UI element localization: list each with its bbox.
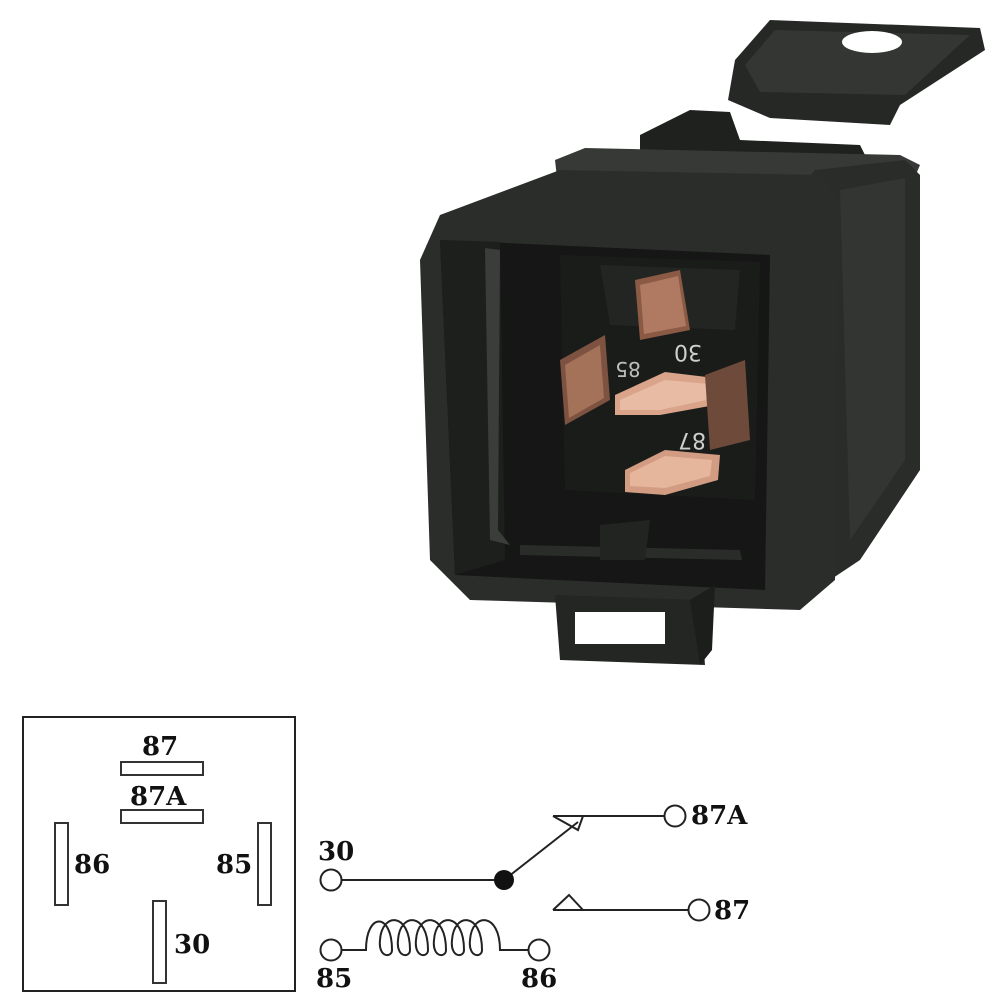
relay-schematic: 30 87A 87 85 86 (316, 801, 750, 994)
terminal-30 (319, 868, 343, 892)
relay-pins (560, 270, 750, 495)
switch-pivot (494, 870, 514, 890)
bracket-hole (842, 31, 902, 53)
pin-85 (257, 822, 272, 906)
pin-87a (120, 809, 204, 824)
pinout-label-87a: 87A (130, 782, 187, 812)
pinout-diagram: 87 87A 86 85 30 (22, 716, 296, 992)
relay-photo: 30 85 87 (420, 20, 985, 665)
pinout-label-30: 30 (174, 930, 211, 960)
switch-arm (503, 821, 579, 881)
terminal-87a (663, 804, 687, 828)
pin-87 (120, 761, 204, 776)
pin-30 (152, 900, 167, 984)
contact-87 (552, 893, 584, 911)
terminal-87 (687, 898, 711, 922)
terminal-86 (527, 938, 551, 962)
pinout-label-86: 86 (74, 850, 111, 880)
housing-mark-30: 30 (674, 339, 702, 364)
schematic-label-86: 86 (521, 964, 557, 994)
bottom-latch (555, 585, 715, 665)
coil (342, 919, 528, 957)
housing-mark-85: 85 (615, 357, 640, 381)
mounting-bracket (640, 20, 985, 165)
housing-mark-87: 87 (678, 427, 706, 452)
terminal-85 (319, 938, 343, 962)
pin-86 (54, 822, 69, 906)
schematic-label-85: 85 (316, 964, 352, 994)
contact-87a (552, 815, 584, 832)
pinout-label-85: 85 (216, 850, 253, 880)
schematic-label-30: 30 (318, 837, 354, 867)
pinout-label-87: 87 (142, 732, 179, 762)
schematic-label-87a: 87A (691, 801, 748, 831)
schematic-label-87: 87 (714, 896, 750, 926)
